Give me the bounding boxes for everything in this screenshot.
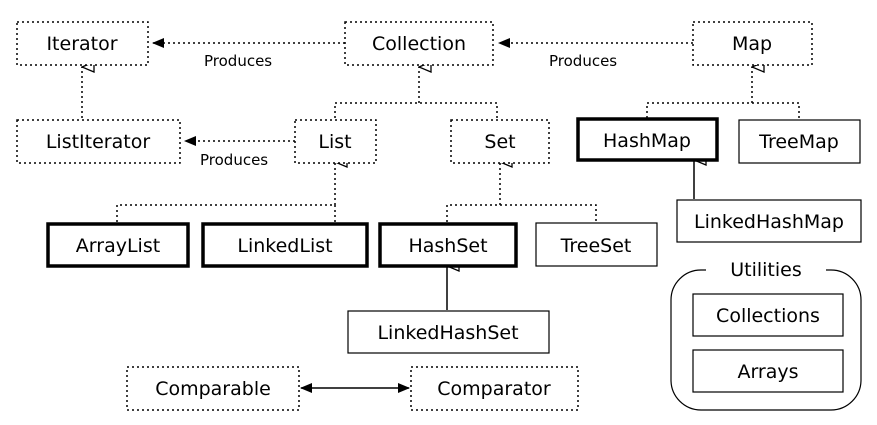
node-hash-map-label: HashMap bbox=[603, 130, 691, 152]
node-tree-set: TreeSet bbox=[535, 222, 658, 267]
node-set: Set bbox=[450, 119, 550, 164]
node-hash-set-label: HashSet bbox=[408, 235, 487, 257]
node-arrays-label: Arrays bbox=[737, 361, 798, 383]
produces-label-list-listiterator: Produces bbox=[200, 151, 268, 169]
node-list-iterator-label: ListIterator bbox=[46, 131, 150, 153]
node-list: List bbox=[294, 119, 377, 164]
node-list-iterator: ListIterator bbox=[16, 119, 181, 164]
inherit-maps-bus bbox=[646, 102, 800, 118]
node-collection-label: Collection bbox=[372, 33, 466, 55]
node-arrays: Arrays bbox=[692, 349, 844, 393]
node-tree-map-label: TreeMap bbox=[758, 131, 839, 153]
node-comparable-label: Comparable bbox=[155, 378, 271, 400]
inherit-sets-bus bbox=[446, 204, 597, 222]
node-iterator-label: Iterator bbox=[46, 33, 117, 55]
produces-label-collection-iterator: Produces bbox=[204, 52, 272, 70]
node-linked-hash-map-label: LinkedHashMap bbox=[694, 211, 844, 233]
node-collections: Collections bbox=[692, 293, 844, 337]
node-tree-map: TreeMap bbox=[738, 119, 861, 164]
node-comparable: Comparable bbox=[126, 366, 300, 411]
node-map-label: Map bbox=[732, 33, 772, 55]
node-list-label: List bbox=[318, 131, 351, 153]
inherit-list-set-bus bbox=[334, 102, 498, 118]
node-hash-map: HashMap bbox=[576, 117, 719, 162]
produces-label-map-collection: Produces bbox=[549, 52, 617, 70]
node-map: Map bbox=[692, 21, 813, 66]
node-collection: Collection bbox=[344, 21, 494, 66]
node-collections-label: Collections bbox=[716, 305, 820, 327]
node-comparator: Comparator bbox=[410, 366, 579, 411]
node-array-list: ArrayList bbox=[46, 222, 190, 268]
node-linked-hash-set-label: LinkedHashSet bbox=[377, 322, 518, 344]
node-comparator-label: Comparator bbox=[437, 378, 551, 400]
node-array-list-label: ArrayList bbox=[76, 235, 160, 257]
node-tree-set-label: TreeSet bbox=[560, 235, 632, 257]
node-iterator: Iterator bbox=[16, 21, 149, 66]
node-hash-set: HashSet bbox=[378, 222, 518, 268]
node-linked-list: LinkedList bbox=[201, 222, 369, 268]
node-linked-hash-set: LinkedHashSet bbox=[347, 310, 550, 354]
node-set-label: Set bbox=[484, 131, 515, 153]
node-linked-hash-map: LinkedHashMap bbox=[676, 199, 862, 243]
utilities-group: Utilities Collections Arrays bbox=[670, 257, 862, 411]
node-linked-list-label: LinkedList bbox=[237, 235, 332, 257]
inherit-lists-bus bbox=[116, 204, 336, 222]
utilities-title: Utilities bbox=[730, 259, 802, 281]
